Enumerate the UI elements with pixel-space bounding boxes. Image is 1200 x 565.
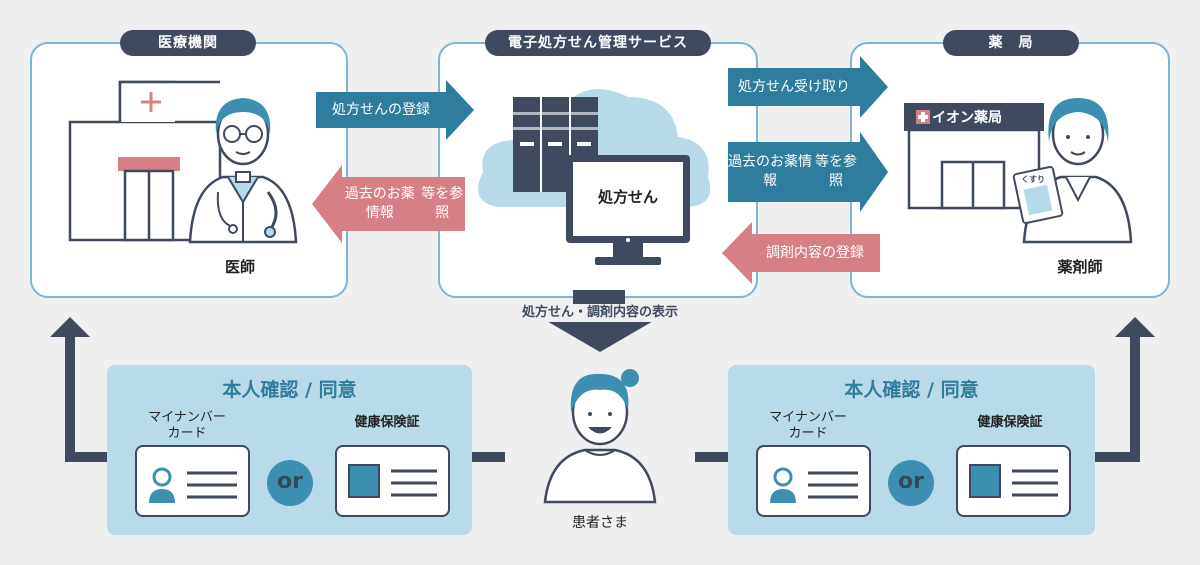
patient-label: 患者さま: [572, 515, 628, 531]
dispense-arrow-label: 調剤内容の登録: [766, 244, 864, 261]
identity-box-left: 本人確認 / 同意 マイナンバーカード 健康保険証 or: [107, 365, 472, 535]
dispense-arrow: [722, 222, 880, 284]
insurance-label-right: 健康保険証: [977, 415, 1043, 430]
doctor-label: 医師: [224, 258, 255, 276]
identity-title-right: 本人確認 / 同意: [844, 379, 979, 401]
monitor-text: 処方せん: [597, 188, 658, 206]
person-icon: [149, 467, 237, 503]
identity-title-left: 本人確認 / 同意: [222, 379, 357, 401]
mynumber-card-right: [756, 445, 871, 517]
past-info-right-arrow: [728, 132, 888, 212]
receive-arrow: [728, 56, 888, 118]
hospital-title: 医療機関: [120, 30, 256, 56]
doctor-illustration: [188, 98, 298, 244]
insurance-card-icon: [969, 464, 1058, 498]
pharmacy-store-icon: [904, 103, 1044, 210]
register-arrow-label: 処方せんの登録: [332, 101, 430, 118]
patient-illustration: [543, 369, 657, 504]
display-arrow: [545, 290, 655, 352]
person-icon: [770, 467, 858, 503]
pharmacy-sign: イオン薬局: [932, 110, 1002, 126]
identity-box-right: 本人確認 / 同意 マイナンバーカード 健康保険証 or: [728, 365, 1095, 535]
mynumber-label-left: マイナンバーカード: [148, 410, 226, 441]
insurance-card-icon: [348, 464, 437, 498]
insurance-card-right: [956, 445, 1071, 517]
insurance-card-left: [335, 445, 450, 517]
pharmacist-illustration: [1012, 98, 1133, 244]
register-arrow: [316, 80, 474, 140]
pharmacy-title: 薬 局: [943, 30, 1079, 56]
mynumber-label-right: マイナンバーカード: [769, 410, 847, 441]
mynumber-card-left: [135, 445, 250, 517]
or-badge-right: or: [888, 460, 934, 506]
pharmacist-label: 薬剤師: [1057, 258, 1103, 276]
past-info-left-label: 過去のお薬情報等を参照: [344, 186, 464, 221]
insurance-label-left: 健康保険証: [354, 415, 420, 430]
past-info-right-label: 過去のお薬情報等を参照: [728, 154, 857, 189]
past-info-left-arrow: [312, 165, 465, 243]
or-badge-left: or: [267, 460, 313, 506]
service-title: 電子処方せん管理サービス: [485, 30, 711, 56]
monitor-icon: [566, 155, 690, 265]
medicine-label: くすり: [1021, 175, 1045, 184]
display-arrow-label: 処方せん・調剤内容の表示: [488, 304, 712, 322]
receive-arrow-label: 処方せん受け取り: [738, 78, 850, 95]
